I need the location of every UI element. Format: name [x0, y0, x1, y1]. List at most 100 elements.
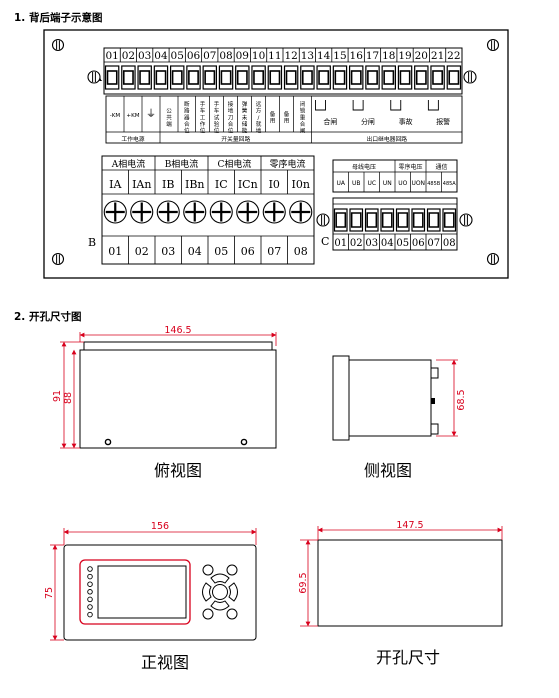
row-a-terminal-number: 15: [333, 50, 346, 62]
relay-contact-icon: [427, 100, 439, 111]
row-c-channel-label: UB: [352, 180, 361, 187]
row-a-terminal-number: 20: [415, 50, 428, 62]
row-b-letter: B: [88, 236, 96, 249]
row-a-terminal-number: 03: [138, 50, 151, 62]
group-label-relays: 出口继电器回路: [366, 135, 407, 143]
screw-icon: [51, 38, 65, 52]
terminal-block: [380, 208, 395, 232]
terminal-block: [251, 65, 266, 90]
key-reset-icon: [226, 564, 238, 576]
terminal-block: [218, 65, 234, 90]
row-b-channel-label: ICn: [238, 178, 258, 191]
row-a-terminal-number: 14: [317, 50, 331, 62]
row-a-input-label: 备用: [270, 110, 276, 125]
dim-top-height-outer: 91: [52, 390, 63, 402]
row-c-terminal-number: 08: [443, 238, 456, 249]
mount-screw-icon: [463, 70, 477, 84]
relay-label: 分闸: [361, 117, 375, 126]
row-a-input-label: 弹簧未储能: [242, 100, 248, 134]
row-b-terminal-number: 08: [294, 245, 308, 258]
terminal-block: [283, 65, 299, 90]
row-c-channel-label: UN: [383, 180, 392, 187]
row-c-group-label: 通信: [435, 163, 447, 171]
top-view-body: [79, 349, 277, 449]
mount-screw-icon: [459, 213, 473, 227]
terminal-block: [186, 65, 201, 90]
row-b-channel-label: I0: [269, 178, 280, 191]
key-esc-icon: [202, 608, 214, 620]
side-view-bezel: [332, 355, 350, 441]
row-c-terminal-number: 05: [396, 238, 409, 249]
row-a-terminal-number: 10: [252, 50, 265, 62]
top-view-label: 俯视图: [154, 461, 202, 480]
row-a-terminal-number: 01: [105, 50, 118, 62]
row-b-group-label: C相电流: [218, 158, 252, 170]
row-b-terminal-number: 01: [108, 245, 122, 258]
terminal-block: [348, 65, 364, 90]
terminal-block: [365, 65, 380, 90]
relay-contact-icon: [390, 100, 402, 111]
row-b-terminal-number: 07: [267, 245, 281, 258]
row-c-channel-label: UON: [411, 180, 425, 187]
screw-icon: [486, 38, 500, 52]
terminal-block: [442, 208, 457, 232]
row-c-channel-label: UC: [367, 180, 376, 187]
terminal-block: [397, 65, 413, 90]
row-c-channel-label: UA: [337, 180, 346, 187]
terminal-block: [411, 208, 426, 232]
row-a-terminal-number: 08: [219, 50, 232, 62]
row-b-terminal-number: 06: [241, 245, 255, 258]
terminal-block: [446, 65, 462, 90]
terminal-block: [332, 65, 348, 90]
terminal-block: [316, 65, 331, 90]
key-up-icon: [210, 573, 230, 584]
led-indicator-icon: [87, 596, 93, 603]
top-view: 146.5 91 88 俯视图: [52, 325, 277, 480]
row-a-input-label: 闭锁重合闸: [300, 100, 306, 134]
row-a-terminal-number: 17: [366, 50, 379, 62]
row-a-input-label: 远方/就地: [256, 100, 262, 134]
terminal-block: [137, 65, 152, 90]
led-indicator-icon: [87, 604, 93, 610]
cutout-view: 147.5 69.5 开孔尺寸: [298, 520, 503, 667]
section-heading-rear-terminals: 1. 背后端子示意图: [14, 12, 103, 24]
row-c-group-label: 母线电压: [352, 163, 376, 171]
row-a-input-label: 公共端: [166, 109, 172, 128]
keypad: [202, 564, 238, 620]
dim-cutout-height: 69.5: [298, 572, 309, 593]
row-b-channel-label: IA: [109, 178, 122, 191]
row-c-channel-label: 485A: [443, 181, 457, 187]
side-view-terminal: [430, 423, 439, 435]
rear-panel-outline: [43, 29, 509, 279]
terminal-screw-icon: [156, 200, 180, 224]
dim-front-width: 156: [151, 521, 169, 532]
row-a-power-label: ⏚: [146, 108, 156, 120]
group-label-inputs: 开关量回路: [221, 135, 250, 143]
side-view: 68.5 侧视图: [332, 355, 467, 480]
row-b-channel-label: IAn: [132, 178, 151, 191]
relay-contact-icon: [315, 100, 326, 111]
row-c-terminal-number: 07: [427, 238, 440, 249]
terminal-block: [153, 65, 169, 90]
row-a-input-label: 手车试验位: [214, 100, 220, 134]
row-b-group-label: A相电流: [111, 158, 146, 170]
row-a-terminal-number: 06: [187, 50, 201, 62]
key-left-icon: [202, 582, 212, 602]
terminal-block: [300, 65, 315, 90]
terminal-block: [169, 65, 185, 90]
row-a-terminal-number: 18: [382, 50, 395, 62]
terminal-block: [333, 208, 348, 232]
dim-cutout-width: 147.5: [396, 520, 423, 531]
dim-top-height-inner: 88: [63, 392, 74, 404]
row-b-group-label: 零序电流: [269, 158, 305, 170]
dim-front-height: 75: [44, 587, 55, 599]
terminal-block: [414, 65, 429, 90]
group-label-power: 工作电源: [121, 135, 144, 143]
relay-label: 报警: [436, 117, 450, 126]
row-c-letter: C: [321, 235, 329, 248]
terminal-screw-icon: [103, 200, 127, 224]
row-a-terminal-number: 13: [301, 50, 314, 62]
row-c-terminal-number: 01: [334, 238, 347, 249]
row-a-terminal-number: 05: [171, 50, 184, 62]
